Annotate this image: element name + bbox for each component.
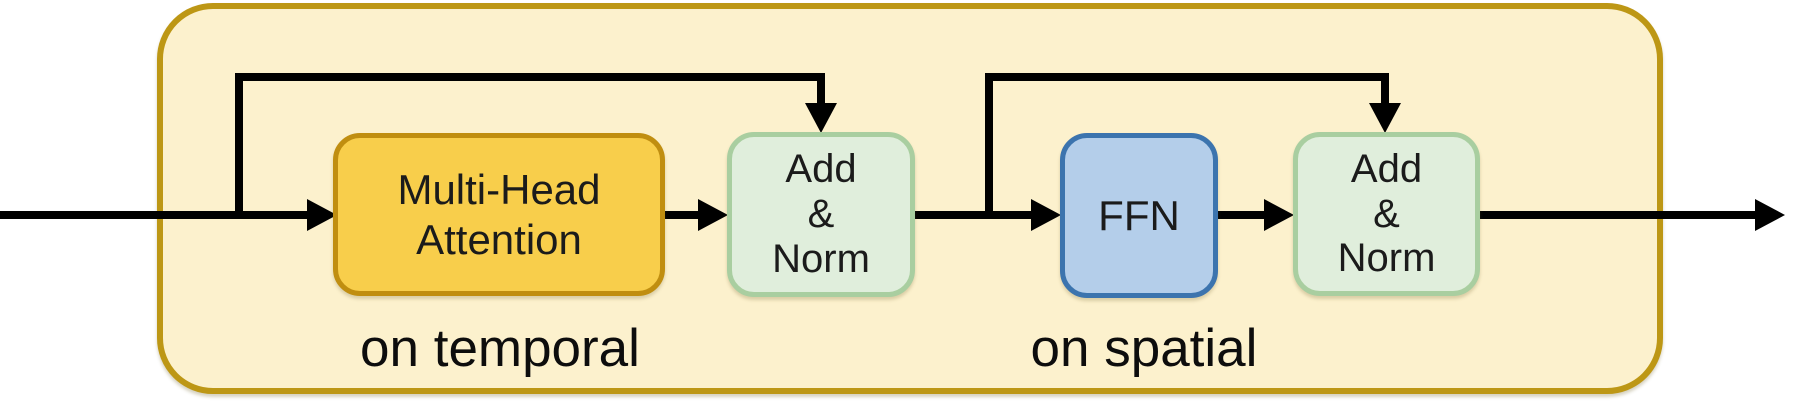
ffn-block: FFN: [1060, 133, 1218, 298]
addnorm2-label-line3: Norm: [1337, 236, 1436, 281]
addnorm-to-ffn-arrowhead-icon: [1031, 199, 1061, 231]
ffn-to-addnorm-arrowhead-icon: [1264, 199, 1294, 231]
output-arrowhead-icon: [1755, 199, 1785, 231]
residual-temporal-drop-line: [817, 73, 825, 105]
output-arrow-line: [1478, 211, 1756, 219]
add-norm-block-temporal: Add & Norm: [727, 132, 915, 297]
mha-label-line2: Attention: [416, 215, 582, 263]
residual-spatial-arrowhead-icon: [1369, 103, 1401, 133]
residual-spatial-vertical-line: [985, 73, 993, 219]
addnorm1-label-line1: Add: [785, 147, 857, 192]
ffn-label: FFN: [1098, 191, 1180, 239]
input-arrow-line: [0, 211, 310, 219]
section-label-temporal: on temporal: [360, 319, 640, 378]
residual-temporal-arrowhead-icon: [805, 103, 837, 133]
mha-label-line1: Multi-Head: [397, 165, 601, 213]
addnorm2-label-line2: &: [1373, 191, 1400, 236]
section-label-spatial: on spatial: [1030, 319, 1258, 378]
residual-spatial-drop-line: [1381, 73, 1389, 105]
addnorm-to-ffn-line: [913, 211, 1032, 219]
mha-to-addnorm-arrowhead-icon: [698, 199, 728, 231]
multi-head-attention-block: Multi-Head Attention: [333, 133, 665, 296]
residual-temporal-vertical-line: [235, 73, 243, 219]
residual-spatial-horizontal-line: [985, 73, 1389, 81]
addnorm2-label-line1: Add: [1350, 146, 1423, 191]
add-norm-block-spatial: Add & Norm: [1293, 132, 1480, 296]
addnorm1-label-line2: &: [807, 192, 835, 237]
mha-to-addnorm-line: [663, 211, 699, 219]
ffn-to-addnorm-line: [1218, 211, 1265, 219]
addnorm1-label-line3: Norm: [772, 236, 870, 281]
residual-temporal-horizontal-line: [235, 73, 825, 81]
input-arrowhead-icon: [307, 199, 337, 231]
